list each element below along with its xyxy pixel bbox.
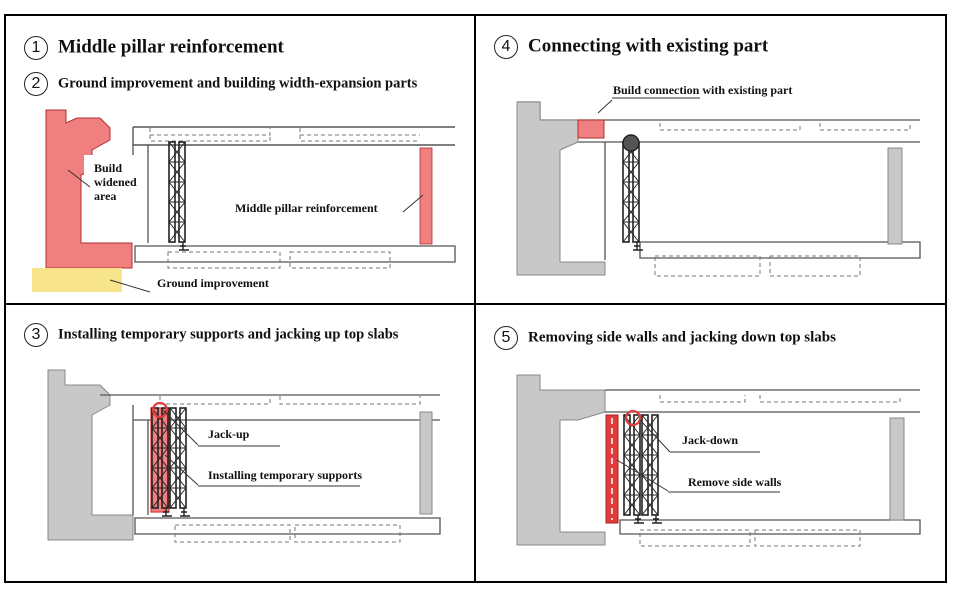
step-number-3: 3 [24,323,48,347]
panel-3-title-text: Installing temporary supports and jackin… [58,326,399,343]
jack-down-label: Jack-down [682,433,739,447]
step-number-1: 1 [24,36,48,60]
panel-1-2-drawing [32,109,456,293]
panel-5-title: 5 Removing side walls and jacking down to… [494,326,836,350]
step-number-5: 5 [494,326,518,350]
ground-improvement-label: Ground improvement [157,276,269,290]
panel-frames [4,14,947,583]
panel-2-title-text: Ground improvement and building width-ex… [58,75,418,92]
panel-2-title: 2 Ground improvement and building width-e… [24,72,417,96]
build-widened-label-line1: Build [94,161,123,175]
panel-5-title-text: Removing side walls and jacking down top… [528,329,836,346]
step-number-4: 4 [494,35,518,59]
build-widened-label-line2: widened [94,175,137,189]
connection-label: Build connection with existing part [613,83,793,97]
panel-1-title-text: Middle pillar reinforcement [58,36,284,58]
panel-3-title: 3 Installing temporary supports and jacki… [24,323,398,347]
temporary-supports-label: Installing temporary supports [208,468,363,482]
panel-3-drawing [47,369,441,543]
panel-5-drawing [516,374,921,547]
panel-1-title: 1 Middle pillar reinforcement [24,36,284,60]
step-number-2: 2 [24,72,48,96]
panel-4-drawing [516,97,921,277]
build-widened-label-line3: area [94,189,117,203]
middle-pillar-label: Middle pillar reinforcement [235,201,378,215]
panel-4-title: 4 Connecting with existing part [494,35,768,59]
remove-side-walls-label: Remove side walls [688,475,782,489]
panel-4-title-text: Connecting with existing part [528,35,769,57]
jack-up-label: Jack-up [208,427,250,441]
